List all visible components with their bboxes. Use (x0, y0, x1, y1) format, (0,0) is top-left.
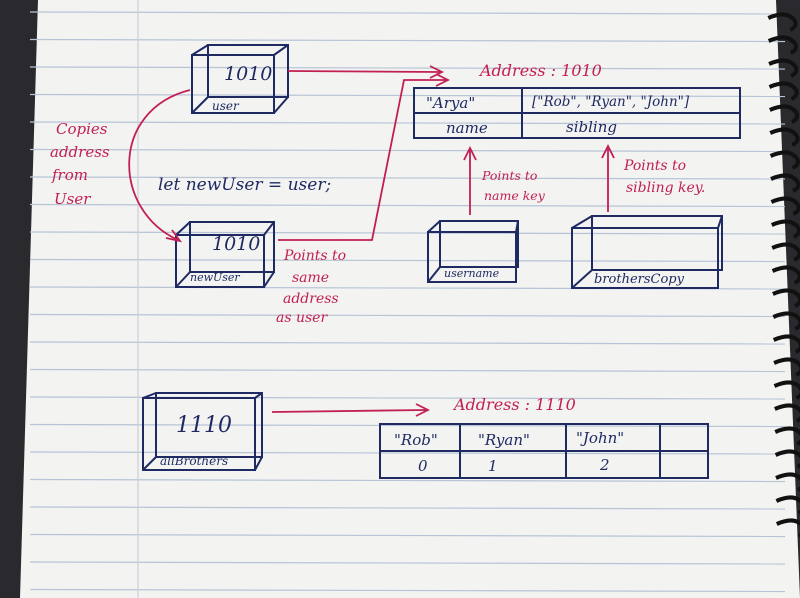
username-box-label: username (444, 267, 500, 280)
allbrothers-box-label: allBrothers (160, 454, 228, 468)
ruled-line (29, 148, 786, 153)
ruled-line (29, 478, 786, 483)
copies-note-4: User (54, 190, 91, 208)
ruled-line (29, 561, 786, 565)
name-note-1: Points to (481, 168, 537, 183)
arrow-to-sibling-key (601, 143, 615, 212)
spiral-ring (770, 196, 800, 216)
ruled-line (29, 38, 786, 43)
address-1110-title: Address : 1110 (452, 395, 576, 414)
spiral-ring (774, 449, 800, 469)
spiral-ring (771, 265, 800, 285)
pink-annotations (128, 65, 615, 417)
brotherscopy-box (571, 215, 723, 289)
spiral-ring (771, 242, 800, 262)
spiral-ring (773, 380, 800, 400)
ruled-line (29, 66, 786, 70)
newuser-box (175, 221, 275, 288)
ruled-line (29, 176, 786, 180)
ruled-line (29, 533, 786, 538)
array-index-1: 1 (488, 457, 498, 475)
ruled-line (29, 231, 786, 235)
array-value-1: "Ryan" (478, 431, 530, 449)
ruled-line (29, 588, 786, 593)
object-key-sibling: sibling (566, 118, 617, 136)
points-note-4: as user (276, 310, 328, 326)
spiral-ring (769, 127, 800, 147)
arrow-to-name-key (463, 145, 477, 215)
object-value-sibling: ["Rob", "Ryan", "John"] (532, 94, 690, 110)
copies-note-2: address (50, 143, 110, 161)
spiral-ring (770, 219, 800, 239)
object-value-name: "Arya" (426, 94, 475, 112)
object-table (413, 87, 741, 139)
spiral-ring (769, 150, 800, 170)
spiral-ring (768, 58, 799, 78)
user-box-label: user (212, 99, 240, 113)
ink-drawings (142, 44, 741, 479)
array-index-0: 0 (418, 457, 428, 475)
array-value-0: "Rob" (394, 431, 438, 449)
newuser-box-label: newUser (190, 271, 240, 284)
spiral-ring (772, 288, 800, 308)
newuser-box-value: 1010 (212, 233, 260, 255)
object-key-name: name (446, 119, 488, 137)
code-line: let newUser = user; (158, 175, 331, 195)
spiral-ring (775, 518, 800, 538)
ruled-line (29, 341, 786, 345)
points-note-1: Points to (283, 248, 346, 264)
points-note-2: same (292, 270, 329, 286)
ruled-line (29, 203, 786, 208)
brotherscopy-box-label: brothersCopy (594, 272, 685, 287)
ruled-line (29, 93, 786, 98)
spiral-ring (769, 104, 800, 124)
ruled-line (29, 506, 786, 510)
spiral-ring (772, 311, 800, 331)
spiral-ring (767, 35, 798, 55)
copies-note-3: from (51, 166, 88, 184)
arrow-newuser-to-address (278, 73, 451, 241)
points-note-3: address (283, 291, 339, 307)
ruled-line (29, 313, 786, 318)
ruled-line (29, 368, 786, 373)
spiral-ring (775, 495, 800, 515)
username-box (427, 220, 519, 283)
array-table (379, 423, 709, 479)
spiral-ring (768, 81, 799, 101)
arrow-allbrothers-to-address (271, 403, 431, 417)
sibling-note-1: Points to (623, 158, 686, 174)
ruled-line (29, 258, 786, 263)
allbrothers-box-value: 1110 (176, 413, 232, 438)
address-1010-title: Address : 1010 (478, 61, 602, 80)
ruled-line (29, 121, 786, 125)
allbrothers-box (142, 392, 263, 471)
name-note-2: name key (484, 188, 546, 203)
ruled-line (29, 11, 786, 15)
paper (20, 0, 800, 598)
user-box-value: 1010 (224, 63, 272, 85)
arrow-copies (128, 89, 191, 243)
spiral-binding (767, 12, 800, 538)
spiral-ring (774, 403, 800, 423)
spiral-ring (770, 173, 800, 193)
array-index-2: 2 (599, 456, 610, 474)
copies-note-1: Copies (56, 120, 108, 138)
spiral-ring (775, 472, 800, 492)
array-value-2: "John" (576, 429, 624, 447)
arrow-user-to-address (287, 65, 445, 79)
spiral-ring (774, 426, 800, 446)
sibling-note-2: sibling key. (626, 180, 705, 196)
spiral-ring (767, 12, 798, 32)
